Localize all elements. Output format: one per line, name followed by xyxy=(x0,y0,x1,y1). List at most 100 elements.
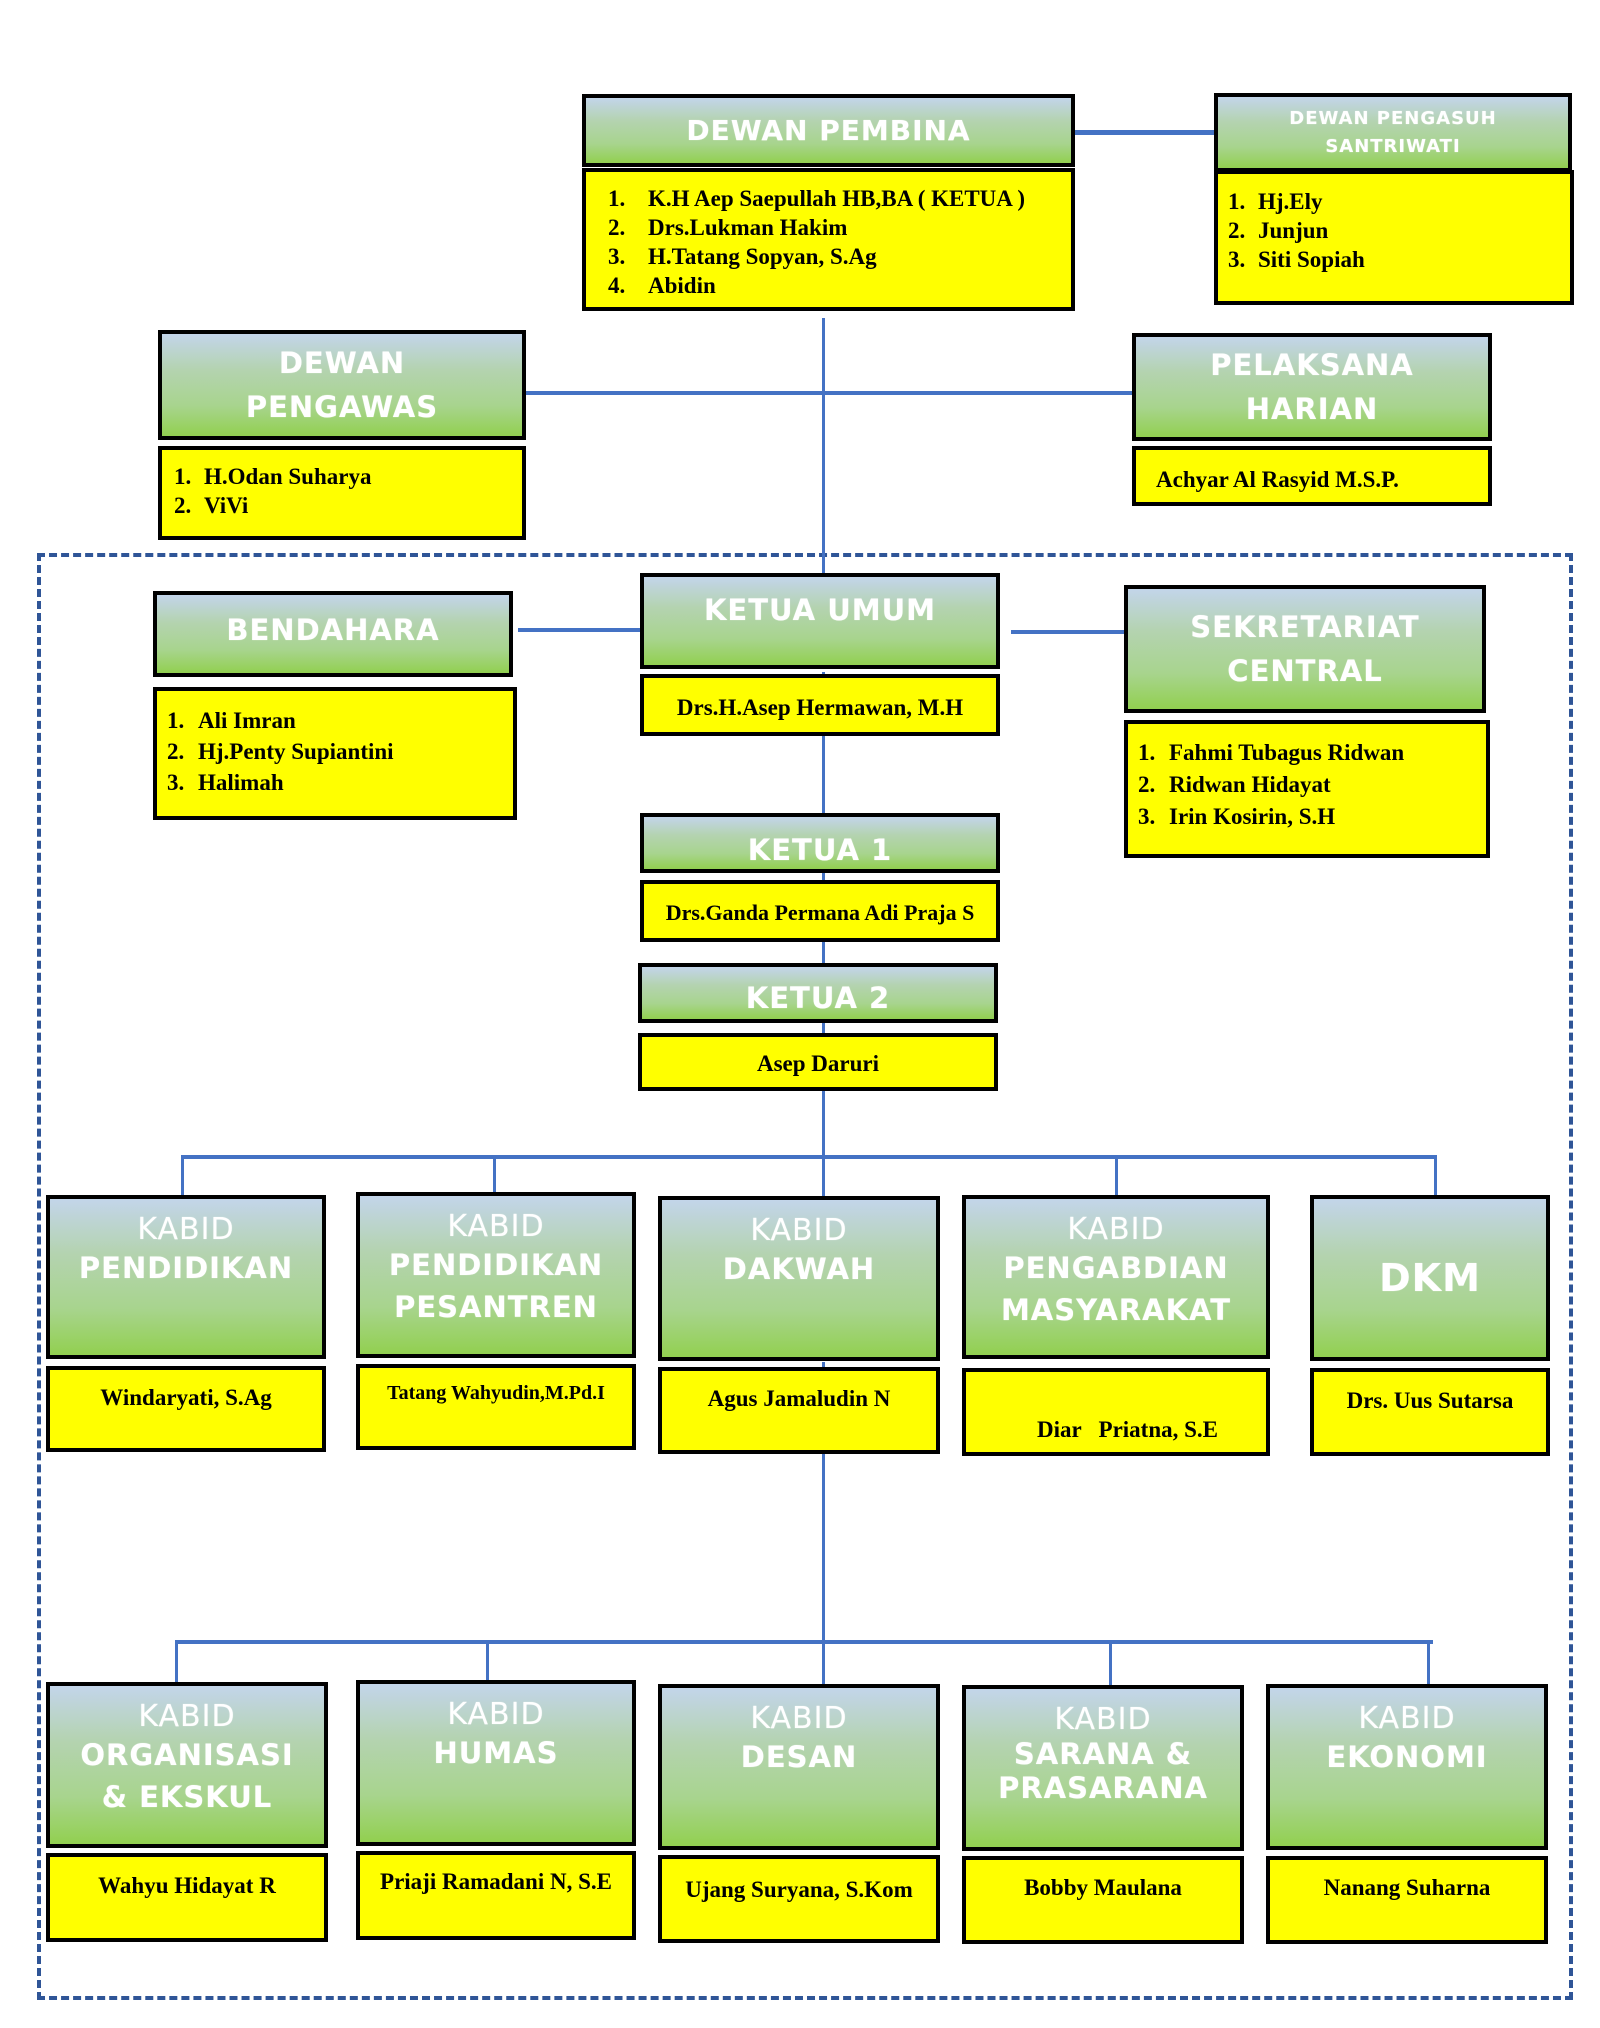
connector-row2-horizontal xyxy=(175,1640,1433,1644)
division-header-ekonomi: KABID EKONOMI xyxy=(1266,1684,1548,1850)
dewan-pembina-header: DEWAN PEMBINA xyxy=(582,94,1075,167)
division-title-line1: DESAN xyxy=(740,1740,858,1774)
division-title-line1: ORGANISASI xyxy=(80,1738,294,1772)
executive-board-boundary xyxy=(37,553,1573,2000)
division-title-line2: MASYARAKAT xyxy=(1000,1293,1232,1327)
sekretariat-members: 1.Fahmi Tubagus Ridwan 2.Ridwan Hidayat … xyxy=(1124,720,1490,858)
division-header-dkm: DKM xyxy=(1310,1195,1550,1361)
ketua-1-header: KETUA 1 xyxy=(640,813,1000,873)
member-item: 1.Hj.Ely xyxy=(1228,189,1323,214)
dewan-pembina-title: DEWAN PEMBINA xyxy=(686,114,971,147)
ketua-1-title: KETUA 1 xyxy=(747,833,893,867)
division-title-line2: PRASARANA xyxy=(998,1771,1208,1805)
division-title-line1: SARANA & xyxy=(1013,1737,1193,1771)
division-member-pendidikan: Windaryati, S.Ag xyxy=(46,1366,326,1452)
connector-ketua-sekretariat xyxy=(1011,630,1144,634)
division-sub: KABID xyxy=(447,1697,545,1732)
connector-row1-drop-1 xyxy=(181,1157,184,1198)
sekretariat-title-line1: SEKRETARIAT xyxy=(1190,610,1420,644)
connector-row2-drop-5 xyxy=(1427,1642,1430,1686)
division-sub: KABID xyxy=(750,1701,848,1736)
division-sub: KABID xyxy=(750,1213,848,1248)
member-item: 4.Abidin xyxy=(608,273,716,298)
division-header-pendidikan: KABID PENDIDIKAN xyxy=(46,1195,326,1359)
ketua-2-header: KETUA 2 xyxy=(638,963,998,1023)
division-title-line1: HUMAS xyxy=(433,1736,559,1770)
ketua-umum-name: Drs.H.Asep Hermawan, M.H xyxy=(676,695,964,720)
division-header-sarana-prasarana: KABID SARANA & PRASARANA xyxy=(962,1685,1244,1851)
member-item: 3.H.Tatang Sopyan, S.Ag xyxy=(608,244,877,269)
division-member-dkm: Drs. Uus Sutarsa xyxy=(1310,1368,1550,1456)
division-member-ekonomi: Nanang Suharna xyxy=(1266,1856,1548,1944)
connector-row1-drop-3 xyxy=(822,1157,825,1199)
member-item: 1.K.H Aep Saepullah HB,BA ( KETUA ) xyxy=(608,186,1026,211)
ketua-1-member: Drs.Ganda Permana Adi Praja S xyxy=(640,880,1000,942)
dewan-pengawas-members: 1.H.Odan Suharya 2.ViVi xyxy=(158,446,526,540)
dewan-pengawas-header: DEWAN PENGAWAS xyxy=(158,330,526,440)
ketua-umum-title: KETUA UMUM xyxy=(703,593,937,627)
dewan-pengasuh-members: 1.Hj.Ely 2.Junjun 3.Siti Sopiah xyxy=(1214,170,1574,305)
connector-row1-drop-4 xyxy=(1115,1157,1118,1198)
division-member-pengabdian-masyarakat: Diar Priatna, S.E xyxy=(962,1368,1270,1456)
division-sub: KABID xyxy=(1067,1212,1165,1247)
division-sub: KABID xyxy=(1358,1701,1456,1736)
pelaksana-harian-member: Achyar Al Rasyid M.S.P. xyxy=(1132,446,1492,506)
connector-pembina-pengasuh xyxy=(1073,130,1221,135)
division-header-desan: KABID DESAN xyxy=(658,1684,940,1850)
dewan-pengasuh-title-line1: DEWAN PENGASUH xyxy=(1289,107,1497,129)
division-title-line1: PENGABDIAN xyxy=(1003,1251,1229,1285)
ketua-1-name: Drs.Ganda Permana Adi Praja S xyxy=(665,900,975,925)
bendahara-members: 1.Ali Imran 2.Hj.Penty Supiantini 3.Hali… xyxy=(153,687,517,820)
sekretariat-header: SEKRETARIAT CENTRAL xyxy=(1124,585,1486,713)
connector-main-vertical-low xyxy=(822,1362,825,1644)
division-title-line1: EKONOMI xyxy=(1326,1740,1488,1774)
division-header-humas: KABID HUMAS xyxy=(356,1680,636,1846)
sekretariat-title-line2: CENTRAL xyxy=(1227,654,1383,688)
ketua-2-member: Asep Daruri xyxy=(638,1033,998,1091)
dewan-pengasuh-header: DEWAN PENGASUH SANTRIWATI xyxy=(1214,93,1572,172)
member-item: 3.Halimah xyxy=(167,770,284,795)
division-member-sarana-prasarana: Bobby Maulana xyxy=(962,1856,1244,1944)
dewan-pengasuh-title-line2: SANTRIWATI xyxy=(1325,135,1461,157)
pelaksana-harian-title-line2: HARIAN xyxy=(1245,392,1379,426)
connector-row2-drop-3 xyxy=(822,1642,825,1686)
division-title-line1: PENDIDIKAN xyxy=(78,1251,294,1285)
division-title-line2: PESANTREN xyxy=(394,1290,598,1324)
division-member-organisasi-ekskul: Wahyu Hidayat R xyxy=(46,1853,328,1942)
bendahara-title: BENDAHARA xyxy=(226,613,440,647)
member-item: 2.Drs.Lukman Hakim xyxy=(608,215,848,240)
ketua-2-name: Asep Daruri xyxy=(756,1051,880,1076)
connector-bendahara-ketua xyxy=(518,628,651,632)
connector-pengawas-pelaksana xyxy=(524,391,1152,395)
member-item: 2.Ridwan Hidayat xyxy=(1138,772,1331,797)
division-header-organisasi-ekskul: KABID ORGANISASI & EKSKUL xyxy=(46,1682,328,1848)
division-member-desan: Ujang Suryana, S.Kom xyxy=(658,1855,940,1943)
connector-main-vertical-top xyxy=(822,318,825,576)
member-item: 1.Fahmi Tubagus Ridwan xyxy=(1138,740,1405,765)
ketua-umum-member: Drs.H.Asep Hermawan, M.H xyxy=(640,674,1000,736)
dewan-pengawas-title-line2: PENGAWAS xyxy=(245,390,439,424)
dewan-pembina-members: 1.K.H Aep Saepullah HB,BA ( KETUA ) 2.Dr… xyxy=(582,168,1075,311)
ketua-2-title: KETUA 2 xyxy=(745,981,891,1015)
member-item: 2.Hj.Penty Supiantini xyxy=(167,739,394,764)
division-sub: KABID xyxy=(447,1209,545,1244)
division-member-dakwah: Agus Jamaludin N xyxy=(658,1367,940,1454)
division-member-humas: Priaji Ramadani N, S.E xyxy=(356,1851,636,1940)
connector-row2-drop-2 xyxy=(486,1642,489,1683)
pelaksana-harian-title-line1: PELAKSANA xyxy=(1210,348,1414,382)
pelaksana-harian-name: Achyar Al Rasyid M.S.P. xyxy=(1156,467,1399,492)
division-sub: KABID xyxy=(137,1212,235,1247)
member-item: 2.ViVi xyxy=(174,493,249,518)
connector-row1-horizontal xyxy=(181,1155,1437,1159)
connector-row1-drop-5 xyxy=(1434,1157,1437,1198)
bendahara-header: BENDAHARA xyxy=(153,591,513,677)
connector-row2-drop-4 xyxy=(1109,1642,1112,1687)
division-title-line1: DAKWAH xyxy=(722,1252,876,1286)
division-member-pendidikan-pesantren: Tatang Wahyudin,M.Pd.I xyxy=(356,1364,636,1450)
pelaksana-harian-header: PELAKSANA HARIAN xyxy=(1132,333,1492,441)
division-sub: KABID xyxy=(1054,1702,1152,1737)
division-title-line1: PENDIDIKAN xyxy=(388,1248,604,1282)
connector-row2-drop-1 xyxy=(175,1642,178,1685)
connector-row1-drop-2 xyxy=(493,1157,496,1195)
dewan-pengawas-title-line1: DEWAN xyxy=(278,346,406,380)
